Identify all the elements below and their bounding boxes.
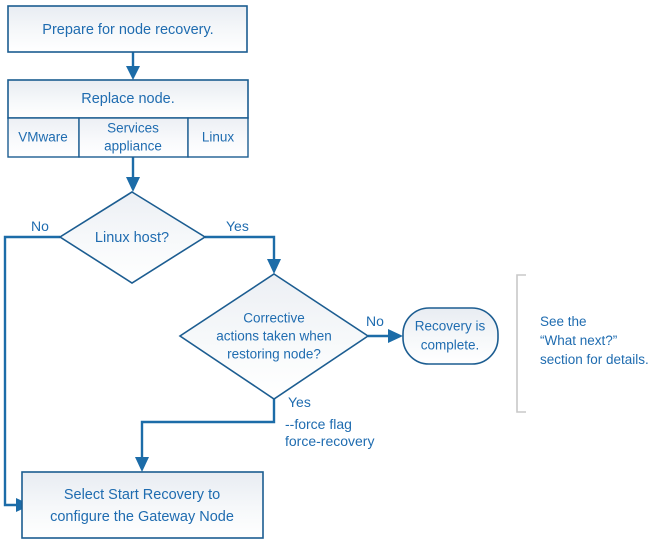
- option-linux-label: Linux: [202, 130, 235, 145]
- node-replace-node[interactable]: Replace node.: [7, 79, 249, 119]
- option-vmware-label: VMware: [18, 130, 68, 145]
- node-start-recovery-line1: Select Start Recovery to: [64, 487, 220, 503]
- node-recovery-complete-line1: Recovery is: [415, 319, 486, 334]
- node-replace-option-services-appliance[interactable]: Services appliance: [78, 117, 189, 158]
- edge-label-corrective-no: No: [366, 313, 384, 329]
- connector-corrective-yes: [135, 399, 276, 472]
- decision-corrective-line1: Corrective: [243, 311, 305, 326]
- edge-label-force-flag-line1: --force flag: [285, 416, 352, 432]
- connector-linuxhost-no: [3, 235, 60, 512]
- note-line3: section for details.: [540, 352, 649, 367]
- decision-corrective-line2: actions taken when: [216, 329, 332, 344]
- edge-label-corrective-yes: Yes: [288, 394, 311, 410]
- edge-label-linuxhost-no: No: [31, 218, 49, 234]
- note-line1: See the: [540, 314, 587, 329]
- option-services-appliance-label-line1: Services: [107, 121, 159, 136]
- option-services-appliance-label-line2: appliance: [104, 139, 162, 154]
- node-replace-option-linux[interactable]: Linux: [187, 117, 249, 158]
- node-replace-label: Replace node.: [81, 91, 175, 107]
- note-line2: “What next?”: [540, 333, 617, 348]
- node-decision-corrective-actions[interactable]: Corrective actions taken when restoring …: [178, 273, 370, 400]
- connector-replace-to-linuxhost: [126, 157, 140, 192]
- edge-label-force-flag-line2: force-recovery: [285, 433, 374, 449]
- connector-linuxhost-yes: [205, 235, 281, 274]
- note-what-next: See the “What next?” section for details…: [540, 314, 649, 367]
- node-recovery-complete-line2: complete.: [421, 338, 480, 353]
- edge-label-linuxhost-yes: Yes: [226, 218, 249, 234]
- connector-prepare-to-replace: [126, 52, 140, 80]
- decision-linux-host-label: Linux host?: [95, 230, 169, 246]
- decision-corrective-line3: restoring node?: [227, 347, 321, 362]
- node-start-recovery-line2: configure the Gateway Node: [50, 509, 234, 525]
- connector-corrective-no: [368, 329, 403, 343]
- node-replace-option-vmware[interactable]: VMware: [7, 117, 80, 158]
- node-recovery-complete[interactable]: Recovery is complete.: [402, 307, 499, 365]
- node-decision-linux-host[interactable]: Linux host?: [58, 191, 207, 284]
- note-bracket: [516, 274, 526, 413]
- node-prepare-for-node-recovery[interactable]: Prepare for node recovery.: [7, 5, 248, 53]
- node-prepare-label: Prepare for node recovery.: [42, 22, 213, 38]
- node-select-start-recovery[interactable]: Select Start Recovery to configure the G…: [21, 471, 264, 539]
